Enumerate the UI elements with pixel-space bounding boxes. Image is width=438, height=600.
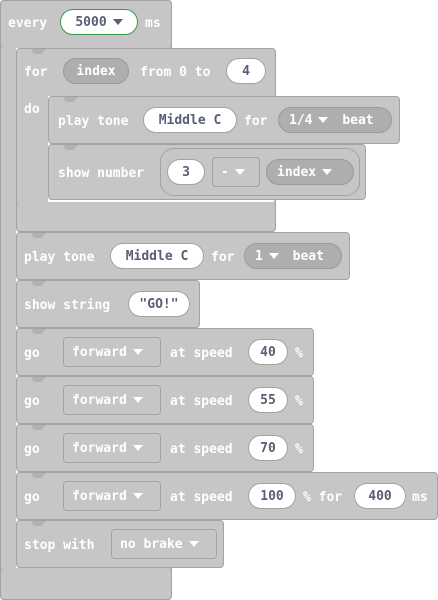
chevron-down-icon xyxy=(132,348,143,355)
direction-dropdown[interactable]: forward xyxy=(63,481,161,511)
chevron-down-icon xyxy=(322,168,333,175)
to-value-input[interactable]: 4 xyxy=(226,58,266,84)
percent-label: % xyxy=(295,346,303,361)
chevron-down-icon xyxy=(132,444,143,451)
chevron-down-icon xyxy=(132,492,143,499)
at-speed-label: at speed xyxy=(170,394,233,409)
speed-input[interactable]: 55 xyxy=(248,387,288,413)
at-speed-label: at speed xyxy=(170,346,233,361)
direction-dropdown[interactable]: forward xyxy=(63,337,161,367)
show-number-label: show number xyxy=(58,166,145,181)
interval-dropdown[interactable]: 5000 xyxy=(60,9,138,35)
brake-value: no brake xyxy=(120,537,183,552)
chevron-down-icon xyxy=(112,18,123,25)
direction-value: forward xyxy=(72,393,127,408)
for-loop-footer xyxy=(16,202,276,232)
percent-label: % xyxy=(295,394,303,409)
chevron-down-icon xyxy=(234,168,245,175)
beat-dropdown[interactable]: 1 beat xyxy=(244,243,342,269)
go-label: go xyxy=(24,346,40,361)
at-speed-label: at speed xyxy=(170,490,233,505)
go-label: go xyxy=(24,442,40,457)
chevron-down-icon xyxy=(132,396,143,403)
show-string-label: show string xyxy=(24,298,111,313)
right-operand[interactable]: index xyxy=(266,159,354,185)
brake-dropdown[interactable]: no brake xyxy=(111,529,217,559)
beat-value: 1 xyxy=(255,249,263,264)
chevron-down-icon xyxy=(268,252,279,259)
speed-input[interactable]: 100 xyxy=(248,483,296,509)
play-tone-label: play tone xyxy=(58,114,129,129)
from-to-label: from 0 to xyxy=(140,65,211,80)
percent-label: % xyxy=(295,442,303,457)
for-label: for xyxy=(211,250,235,265)
chevron-down-icon xyxy=(188,540,199,547)
direction-dropdown[interactable]: forward xyxy=(63,433,161,463)
operator-value: - xyxy=(221,165,229,180)
direction-value: forward xyxy=(72,441,127,456)
chevron-down-icon xyxy=(318,116,329,123)
loop-variable[interactable]: index xyxy=(63,58,129,84)
operator-dropdown[interactable]: - xyxy=(212,157,260,187)
every-label: every xyxy=(8,16,48,31)
left-operand[interactable]: 3 xyxy=(167,159,205,185)
every-unit-label: ms xyxy=(145,16,161,31)
direction-value: forward xyxy=(72,345,127,360)
ms-label: ms xyxy=(412,490,428,505)
beat-value: 1/4 xyxy=(289,113,313,128)
note-picker[interactable]: Middle C xyxy=(143,107,237,133)
for-label: for xyxy=(24,65,48,80)
note-picker[interactable]: Middle C xyxy=(110,243,204,269)
every-block-footer xyxy=(0,568,172,600)
beat-label: beat xyxy=(342,113,374,128)
string-input[interactable]: "GO!" xyxy=(128,291,190,317)
at-speed-label: at speed xyxy=(170,442,233,457)
duration-input[interactable]: 400 xyxy=(354,483,406,509)
for-label: for xyxy=(244,114,268,129)
go-label: go xyxy=(24,490,40,505)
play-tone-label: play tone xyxy=(24,250,95,265)
stop-with-label: stop with xyxy=(24,538,95,553)
direction-value: forward xyxy=(72,489,127,504)
go-label: go xyxy=(24,394,40,409)
speed-input[interactable]: 70 xyxy=(248,435,288,461)
interval-value: 5000 xyxy=(75,15,107,30)
beat-dropdown[interactable]: 1/4 beat xyxy=(278,107,392,133)
speed-input[interactable]: 40 xyxy=(248,339,288,365)
right-operand-value: index xyxy=(277,165,317,180)
beat-label: beat xyxy=(292,249,324,264)
direction-dropdown[interactable]: forward xyxy=(63,385,161,415)
percent-for-label: % for xyxy=(303,490,343,505)
do-label: do xyxy=(24,102,40,117)
